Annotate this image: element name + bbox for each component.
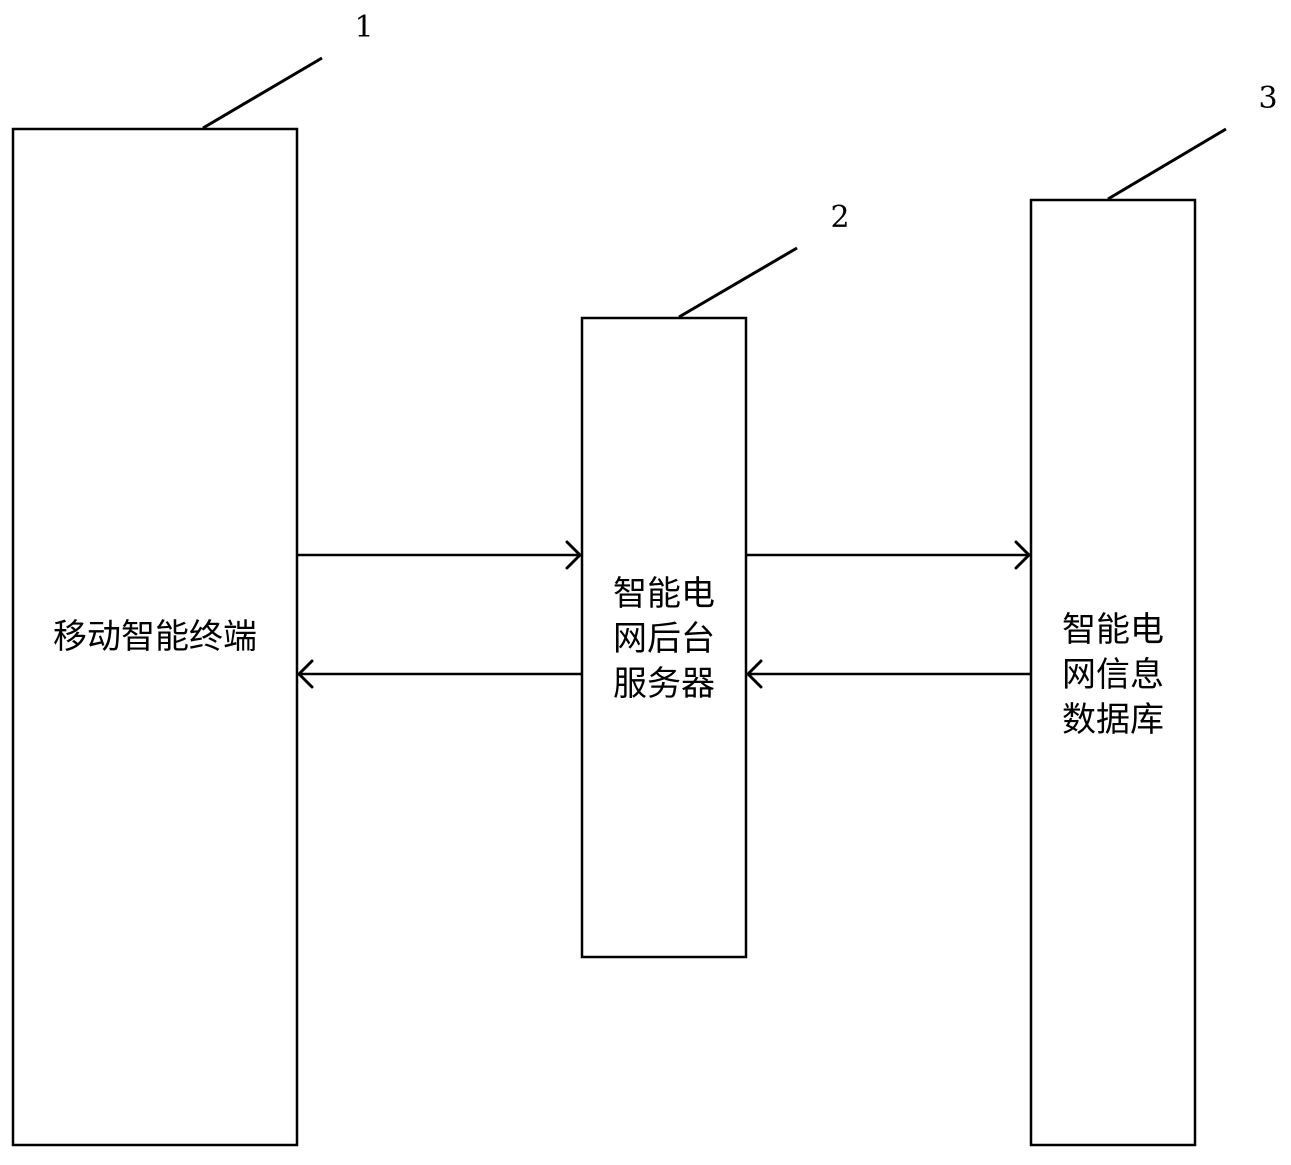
box-backend-server-label-line-3: 服务器 <box>613 664 715 704</box>
box-backend-server-border <box>580 316 748 959</box>
box-info-database: 3 智能电 网信息 数据库 <box>1029 81 1278 1147</box>
ref-number-2: 2 <box>830 200 849 235</box>
leader-line-1 <box>202 56 323 130</box>
leader-line-2 <box>678 246 798 319</box>
arrow-terminal-to-server <box>297 540 582 570</box>
arrow-database-to-server <box>746 659 1031 689</box>
box-mobile-terminal-border <box>11 127 299 1147</box>
ref-number-1: 1 <box>354 10 373 45</box>
leader-line-3 <box>1107 127 1227 201</box>
arrow-server-to-terminal <box>297 659 582 689</box>
ref-number-3: 3 <box>1258 81 1277 116</box>
box-info-database-label-line-2: 网信息 <box>1062 655 1164 695</box>
arrow-server-to-database <box>746 540 1031 570</box>
box-backend-server-label-line-2: 网后台 <box>613 619 715 659</box>
arrow-head-right-icon <box>1014 540 1031 570</box>
box-info-database-border <box>1029 198 1197 1147</box>
arrow-head-right-icon <box>565 540 582 570</box>
box-info-database-label-line-1: 智能电 <box>1062 610 1164 650</box>
arrow-head-left-icon <box>746 659 763 689</box>
arrow-head-left-icon <box>297 659 314 689</box>
box-mobile-terminal: 1 移动智能终端 <box>11 10 374 1147</box>
box-backend-server: 2 智能电 网后台 服务器 <box>580 200 850 959</box>
box-mobile-terminal-label: 移动智能终端 <box>53 617 257 657</box>
box-info-database-label-line-3: 数据库 <box>1062 700 1164 740</box>
box-backend-server-label-line-1: 智能电 <box>613 574 715 614</box>
